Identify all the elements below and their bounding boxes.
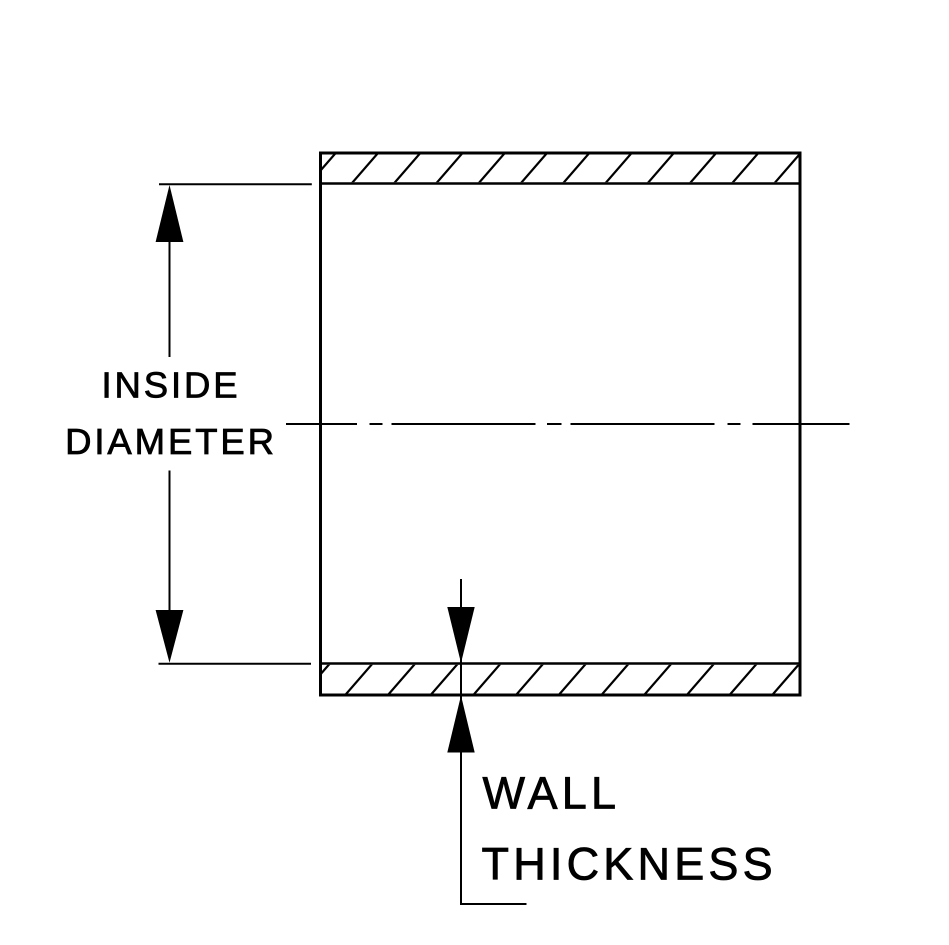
svg-text:INSIDE: INSIDE: [101, 365, 240, 406]
svg-text:THICKNESS: THICKNESS: [482, 839, 777, 890]
svg-text:DIAMETER: DIAMETER: [65, 421, 277, 462]
svg-text:WALL: WALL: [483, 768, 621, 819]
